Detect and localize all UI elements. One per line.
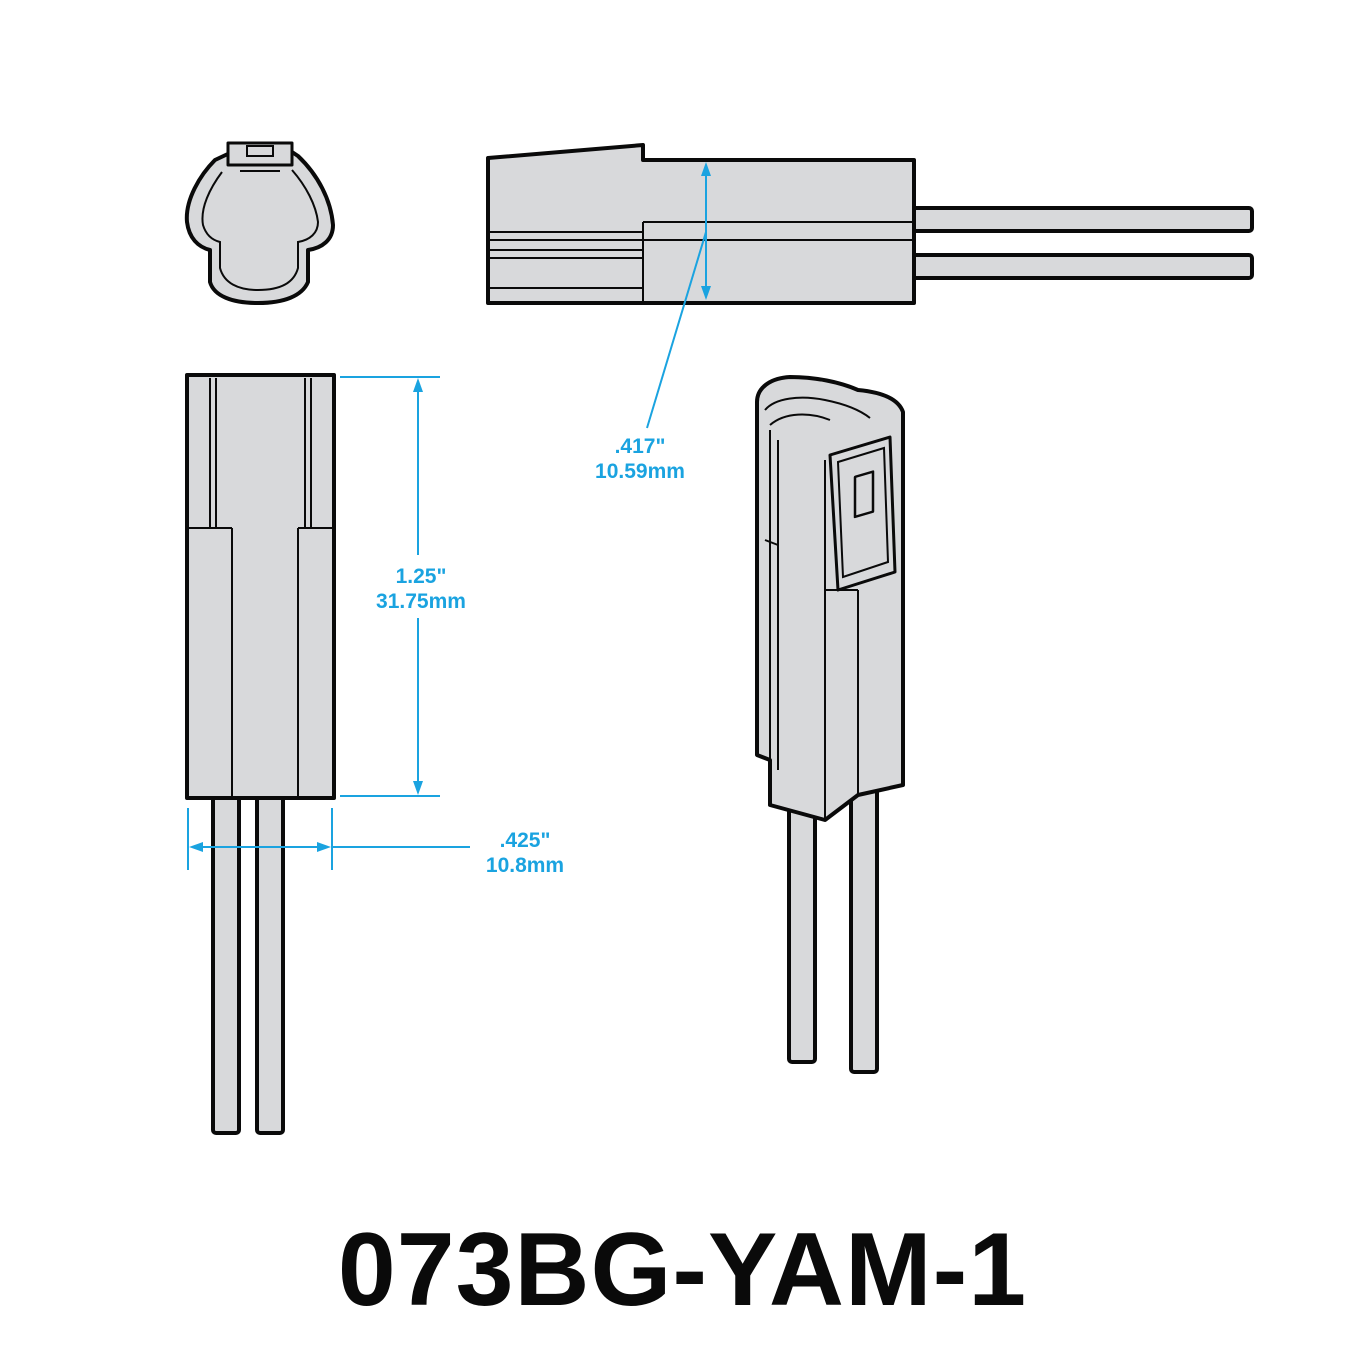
dimension-width-side: .425" 10.8mm — [187, 808, 564, 877]
part-number-title: 073BG-YAM-1 — [337, 1212, 1028, 1328]
dim-width-side-mm: 10.8mm — [486, 854, 564, 877]
dim-width-top-inch: .417" — [615, 435, 666, 458]
dim-length-inch: 1.25" — [396, 565, 447, 588]
front-view — [185, 373, 336, 1135]
end-view — [184, 141, 335, 305]
dim-length-mm: 31.75mm — [376, 590, 466, 613]
side-view — [486, 143, 1254, 305]
dim-width-side-inch: .425" — [500, 829, 551, 852]
isometric-view — [755, 375, 905, 1074]
dim-width-top-mm: 10.59mm — [595, 460, 685, 483]
dimension-length: 1.25" 31.75mm — [340, 376, 466, 797]
dimension-width-top: .417" 10.59mm — [595, 162, 711, 483]
